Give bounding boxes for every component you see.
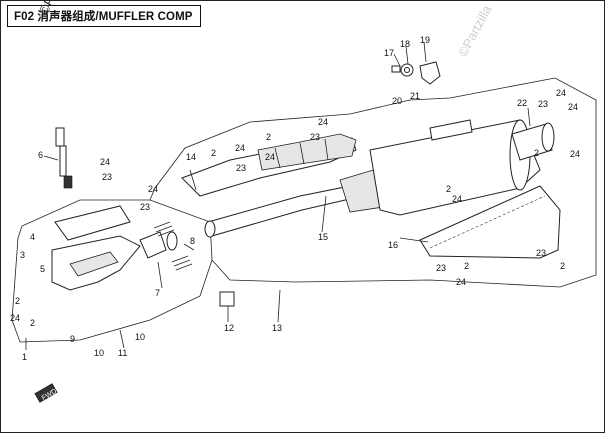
- callout-11: 11: [118, 348, 127, 358]
- callout-23: 23: [102, 172, 112, 182]
- callout-13: 13: [272, 323, 282, 333]
- callout-10: 10: [94, 348, 104, 358]
- callout-24: 24: [452, 194, 462, 204]
- hanger-bracket: [391, 61, 441, 85]
- callout-24: 24: [148, 184, 158, 194]
- muffler-body: [369, 119, 555, 216]
- callout-2: 2: [464, 261, 469, 271]
- callout-2: 2: [266, 132, 271, 142]
- callout-24: 24: [265, 152, 275, 162]
- callout-10: 10: [135, 332, 145, 342]
- callout-18: 18: [400, 39, 410, 49]
- callout-2: 2: [534, 148, 539, 158]
- callout-2: 2: [560, 261, 565, 271]
- callout-labels: 1 2 2 2 2 2 2 2 2 3 4 5 6 7 8 9 10 10 11…: [10, 35, 580, 402]
- diagram-title: F02 消声器组成/MUFFLER COMP: [14, 11, 193, 23]
- leader-lines: [25, 41, 531, 350]
- callout-3: 3: [20, 250, 25, 260]
- callout-2: 2: [15, 296, 20, 306]
- callout-6: 6: [38, 150, 43, 160]
- assembly-outline-left: [11, 237, 213, 343]
- callout-24: 24: [456, 277, 466, 287]
- callout-19: 19: [420, 35, 430, 45]
- callout-17: 17: [384, 48, 394, 58]
- callout-21: 21: [410, 91, 420, 101]
- callout-24: 24: [235, 143, 245, 153]
- assembly-outline: [17, 77, 597, 288]
- callout-7: 7: [155, 288, 160, 298]
- springs: [153, 221, 193, 271]
- callout-24: 24: [318, 117, 328, 127]
- callout-22: 22: [517, 98, 527, 108]
- callout-23: 23: [536, 248, 546, 258]
- callout-2: 2: [30, 318, 35, 328]
- heat-shield-rear: [419, 185, 561, 259]
- header-pipes: [34, 205, 235, 403]
- callout-9: 9: [70, 334, 75, 344]
- callout-20: 20: [392, 96, 402, 106]
- callout-23: 23: [236, 163, 246, 173]
- callout-23: 23: [140, 202, 150, 212]
- callout-24: 24: [10, 313, 20, 323]
- callout-1: 1: [22, 352, 27, 362]
- callout-15: 15: [318, 232, 328, 242]
- diagram-title-box: F02 消声器组成/MUFFLER COMP: [7, 5, 201, 27]
- callout-24: 24: [100, 157, 110, 167]
- callout-23: 23: [310, 132, 320, 142]
- oxygen-sensor: [55, 127, 73, 189]
- callout-16: 16: [388, 240, 398, 250]
- callout-8: 8: [190, 236, 195, 246]
- callout-24: 24: [568, 102, 578, 112]
- callout-23: 23: [436, 263, 446, 273]
- callout-14: 14: [186, 152, 196, 162]
- callout-4: 4: [30, 232, 35, 242]
- callout-24: 24: [570, 149, 580, 159]
- heat-shield-front: [181, 133, 357, 197]
- callout-5: 5: [40, 264, 45, 274]
- callout-2: 2: [446, 184, 451, 194]
- callout-12: 12: [224, 323, 234, 333]
- callout-24: 24: [556, 88, 566, 98]
- callout-23: 23: [538, 99, 548, 109]
- callout-2: 2: [211, 148, 216, 158]
